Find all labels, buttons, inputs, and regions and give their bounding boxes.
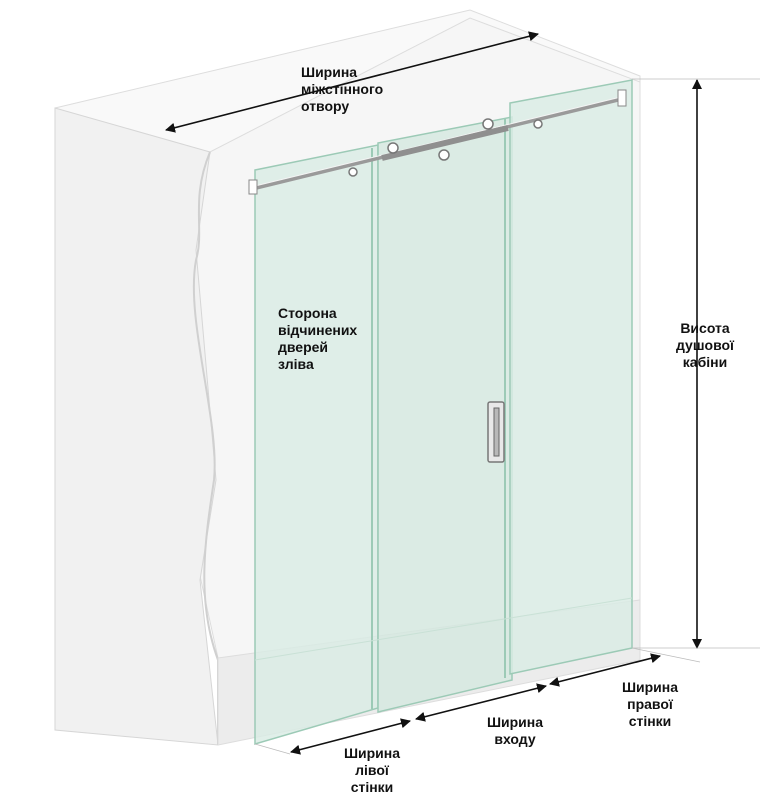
label-line: Ширина: [486, 714, 544, 730]
floor-guide: [631, 647, 701, 663]
dimension-arrows: [165, 31, 760, 755]
glass-panels: [254, 79, 633, 746]
right-fixed-panel: [509, 79, 633, 675]
label-line: дверей: [278, 339, 329, 355]
label-line: кабіни: [682, 354, 728, 370]
right-wall-width-label: Ширина правої стінки: [605, 679, 695, 730]
floor-guide: [254, 743, 291, 755]
label-line: Ширина: [301, 64, 358, 80]
door-handle-grip: [493, 407, 500, 457]
label-line: Сторона: [278, 305, 337, 321]
left-wall-edge: [192, 151, 219, 745]
label-line: Ширина: [343, 745, 401, 761]
label-line: відчинених: [278, 322, 358, 338]
right-wall-width-arrow: [549, 653, 661, 687]
door-top-bar: [381, 125, 509, 161]
label-line: правої: [627, 696, 673, 712]
label-line: Ширина: [621, 679, 679, 695]
left-wall-width-arrow: [290, 718, 411, 755]
left-fixed-panel: [254, 144, 379, 746]
cabin-height-label: Висота душової кабіни: [664, 320, 746, 371]
label-line: отвору: [301, 98, 350, 114]
floor-reflection: [254, 597, 633, 661]
roller: [438, 149, 450, 161]
rail-end-cap: [248, 179, 258, 195]
roller: [482, 118, 494, 130]
label-line: стінки: [350, 779, 394, 795]
label-line: міжстінного: [301, 81, 384, 97]
label-line: зліва: [278, 356, 314, 372]
left-wall-width-label: Ширина лівої стінки: [327, 745, 417, 796]
label-line: входу: [494, 731, 536, 747]
entrance-width-label: Ширина входу: [470, 714, 560, 748]
roller: [348, 167, 358, 177]
label-line: душової: [676, 337, 734, 353]
roller: [533, 119, 543, 129]
opening-width-label: Ширина міжстінного отвору: [301, 64, 383, 115]
entrance-width-arrow: [415, 683, 547, 722]
rail-end-cap: [617, 89, 627, 107]
label-line: Висота: [680, 320, 730, 336]
label-line: стінки: [628, 713, 672, 729]
left-wall-front: [54, 107, 219, 746]
opening-width-arrow: [165, 31, 539, 133]
top-rail-highlight: [254, 95, 626, 187]
door-side-label: Сторона відчинених дверей зліва: [278, 305, 357, 373]
label-line: лівої: [355, 762, 389, 778]
roller: [387, 142, 399, 154]
